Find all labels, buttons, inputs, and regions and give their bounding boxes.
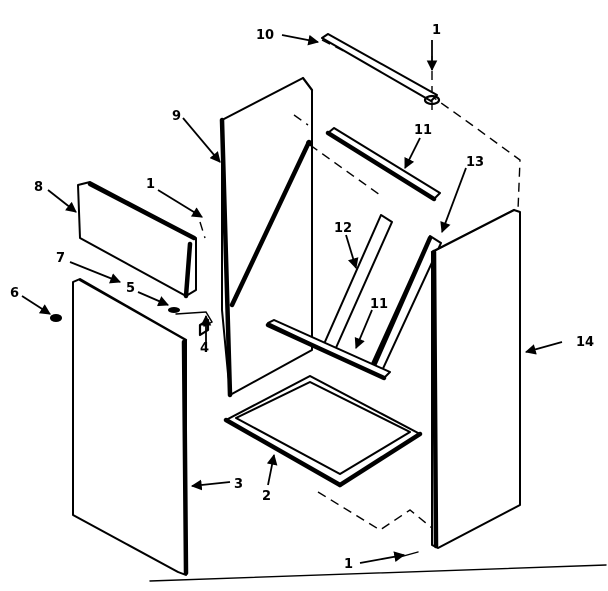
ground-line <box>149 564 607 582</box>
lower-rail <box>265 319 391 381</box>
callout-8: 8 <box>34 180 43 195</box>
callout-14: 14 <box>576 335 594 350</box>
callout-11-mid: 11 <box>370 297 388 312</box>
side-panel-right <box>430 208 521 549</box>
back-panel <box>219 76 314 398</box>
lower-front-panel <box>72 278 189 576</box>
screw-6 <box>50 314 62 322</box>
callout-10: 10 <box>256 28 274 43</box>
callout-13: 13 <box>466 155 484 170</box>
callout-1-filter: 1 <box>146 177 155 192</box>
callout-7: 7 <box>56 251 65 266</box>
callout-9: 9 <box>172 109 181 124</box>
callout-4: 4 <box>200 341 209 356</box>
callout-1-bottom: 1 <box>344 557 353 572</box>
callout-1-top: 1 <box>432 23 441 38</box>
top-rail <box>325 127 441 202</box>
callout-12: 12 <box>334 221 352 236</box>
bottom-pan <box>223 375 423 488</box>
upper-access-panel <box>77 181 197 299</box>
callout-6: 6 <box>10 286 19 301</box>
callout-3: 3 <box>234 477 243 492</box>
callout-11-top: 11 <box>414 123 432 138</box>
leader-lines <box>21 34 563 564</box>
top-strip <box>321 33 441 106</box>
callout-5: 5 <box>126 281 135 296</box>
callout-2: 2 <box>262 489 271 504</box>
